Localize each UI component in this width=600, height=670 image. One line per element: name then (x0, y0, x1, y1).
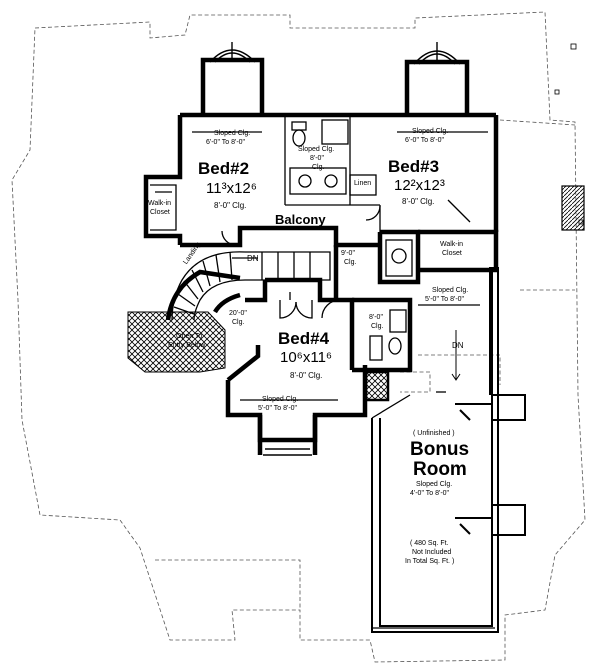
bonus-note-1: ( 480 Sq. Ft. (410, 540, 449, 547)
bed4-size: 10⁶x11⁶ (280, 349, 333, 366)
open-entry-1: Open To (176, 333, 203, 340)
bonus-room-walls (371, 267, 526, 633)
bonus-name-2: Room (413, 459, 467, 480)
bonus-note-3: In Total Sq. Ft. ) (405, 558, 455, 565)
bonus-name-1: Bonus (410, 439, 470, 460)
sloped-right-mid-1: Sloped Clg. (432, 287, 469, 294)
sloped-bed4-1: Sloped Clg. (262, 396, 299, 403)
sloped-bath-1: Sloped Clg. (298, 146, 335, 153)
sloped-bed3-2: 6'-0" To 8'-0" (405, 137, 445, 144)
exterior-walls (143, 57, 499, 455)
walkin-right-1: Walk-in (440, 241, 464, 248)
walkin-right-2: Closet (442, 250, 462, 257)
walkin-left-2: Closet (150, 209, 170, 216)
balcony-label: Balcony (275, 212, 326, 227)
bed2-ceiling: 8'-0" Clg. (214, 201, 247, 210)
bonus-dn-label: DN (452, 341, 464, 350)
open-entry-2: Entry Below (168, 342, 206, 349)
bed3-size: 12²x12³ (394, 177, 445, 194)
bed2-name: Bed#2 (198, 159, 250, 178)
clg-20-b: Clg. (232, 319, 245, 326)
stair-dn-label: DN (247, 254, 259, 263)
interior-lines (150, 115, 495, 629)
dormer-windows (209, 42, 461, 456)
bonus-ceiling-2: 4'-0" To 8'-0" (410, 490, 450, 497)
sloped-bed2-1: Sloped Clg. (214, 130, 251, 137)
clg-20: 20'-0" (229, 310, 247, 317)
open-to-entry-below (127, 311, 226, 373)
sloped-right-mid-2: 5'-0" To 8'-0" (425, 296, 465, 303)
sloped-bath-3: Clg. (312, 164, 325, 171)
clg-9-b: Clg. (344, 259, 357, 266)
bonus-ceiling-1: Sloped Clg. (416, 481, 453, 488)
bed4-name: Bed#4 (278, 329, 330, 348)
bonus-dn-arrow (451, 330, 461, 381)
sloped-bed3-1: Sloped Clg. (412, 128, 449, 135)
bed4-ceiling: 8'-0" Clg. (290, 371, 323, 380)
chimney (561, 185, 585, 231)
linen-label: Linen (354, 180, 372, 187)
sloped-bed4-2: 5'-0" To 8'-0" (258, 405, 298, 412)
bed2-size: 11³x12⁶ (206, 180, 257, 197)
sloped-bed2-2: 6'-0" To 8'-0" (206, 139, 246, 146)
bonus-note-2: Not Included (412, 549, 452, 556)
clg-8-bath-b: Clg. (371, 323, 384, 330)
sloped-bath-2: 8'-0" (310, 155, 324, 162)
bed3-name: Bed#3 (388, 157, 440, 176)
walkin-left-1: Walk-in (148, 200, 172, 207)
clg-8-bath: 8'-0" (369, 314, 383, 321)
clg-9: 9'-0" (341, 250, 355, 257)
attic-access (364, 370, 390, 402)
bonus-unfinished: ( Unfinished ) (413, 430, 455, 437)
lower-floor-outline (11, 11, 586, 663)
bed3-ceiling: 8'-0" Clg. (402, 197, 435, 206)
